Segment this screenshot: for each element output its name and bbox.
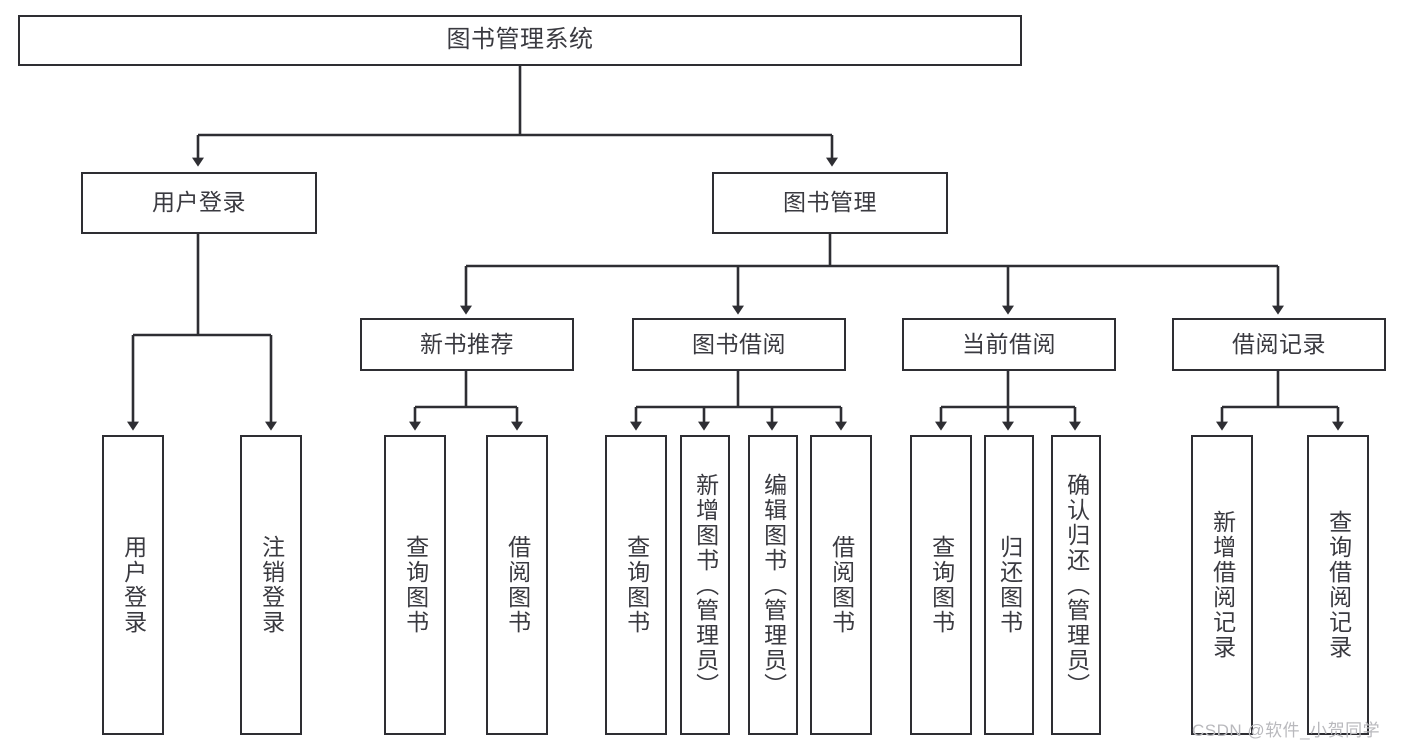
node-label: 确认归还（管理员） xyxy=(1063,472,1090,698)
node-label: 注销登录 xyxy=(258,535,285,635)
node-label: 用户登录 xyxy=(120,535,147,635)
node-label: 新增图书（管理员） xyxy=(692,472,719,698)
node-label: 归还图书 xyxy=(996,535,1023,635)
node-borrow-record[interactable]: 借阅记录 xyxy=(1172,318,1386,371)
node-label: 借阅记录 xyxy=(1232,330,1326,357)
leaf-book-borrow-edit-book-admin[interactable]: 编辑图书（管理员） xyxy=(748,435,798,735)
node-label: 借阅图书 xyxy=(504,535,531,635)
leaf-borrow-record-query-record[interactable]: 查询借阅记录 xyxy=(1307,435,1369,735)
leaf-new-book-query-book[interactable]: 查询图书 xyxy=(384,435,446,735)
node-label: 图书管理系统 xyxy=(446,26,594,54)
node-label: 用户登录 xyxy=(152,189,246,216)
leaf-current-borrow-confirm-return-admin[interactable]: 确认归还（管理员） xyxy=(1051,435,1101,735)
node-label: 查询图书 xyxy=(623,535,650,635)
node-user-login[interactable]: 用户登录 xyxy=(81,172,317,234)
node-label: 新增借阅记录 xyxy=(1209,510,1236,660)
node-current-borrow[interactable]: 当前借阅 xyxy=(902,318,1116,371)
node-label: 查询图书 xyxy=(928,535,955,635)
leaf-user-login-logout[interactable]: 注销登录 xyxy=(240,435,302,735)
node-label: 新书推荐 xyxy=(420,330,514,357)
leaf-borrow-record-add-record[interactable]: 新增借阅记录 xyxy=(1191,435,1253,735)
node-label: 图书借阅 xyxy=(692,330,786,357)
leaf-book-borrow-add-book-admin[interactable]: 新增图书（管理员） xyxy=(680,435,730,735)
node-label: 借阅图书 xyxy=(828,535,855,635)
node-label: 查询借阅记录 xyxy=(1325,510,1352,660)
csdn-watermark: CSDN @软件_小贺同学 xyxy=(1192,721,1381,740)
leaf-book-borrow-query-book[interactable]: 查询图书 xyxy=(605,435,667,735)
node-book-management[interactable]: 图书管理 xyxy=(712,172,948,234)
leaf-user-login-login[interactable]: 用户登录 xyxy=(102,435,164,735)
leaf-current-borrow-query-book[interactable]: 查询图书 xyxy=(910,435,972,735)
node-label: 图书管理 xyxy=(783,189,877,216)
node-label: 编辑图书（管理员） xyxy=(760,472,787,698)
leaf-new-book-borrow-book[interactable]: 借阅图书 xyxy=(486,435,548,735)
leaf-book-borrow-borrow-book[interactable]: 借阅图书 xyxy=(810,435,872,735)
node-label: 查询图书 xyxy=(402,535,429,635)
node-label: 当前借阅 xyxy=(962,330,1056,357)
node-new-book-recommend[interactable]: 新书推荐 xyxy=(360,318,574,371)
node-book-borrow[interactable]: 图书借阅 xyxy=(632,318,846,371)
leaf-current-borrow-return-book[interactable]: 归还图书 xyxy=(984,435,1034,735)
node-root-library-system[interactable]: 图书管理系统 xyxy=(18,15,1022,66)
